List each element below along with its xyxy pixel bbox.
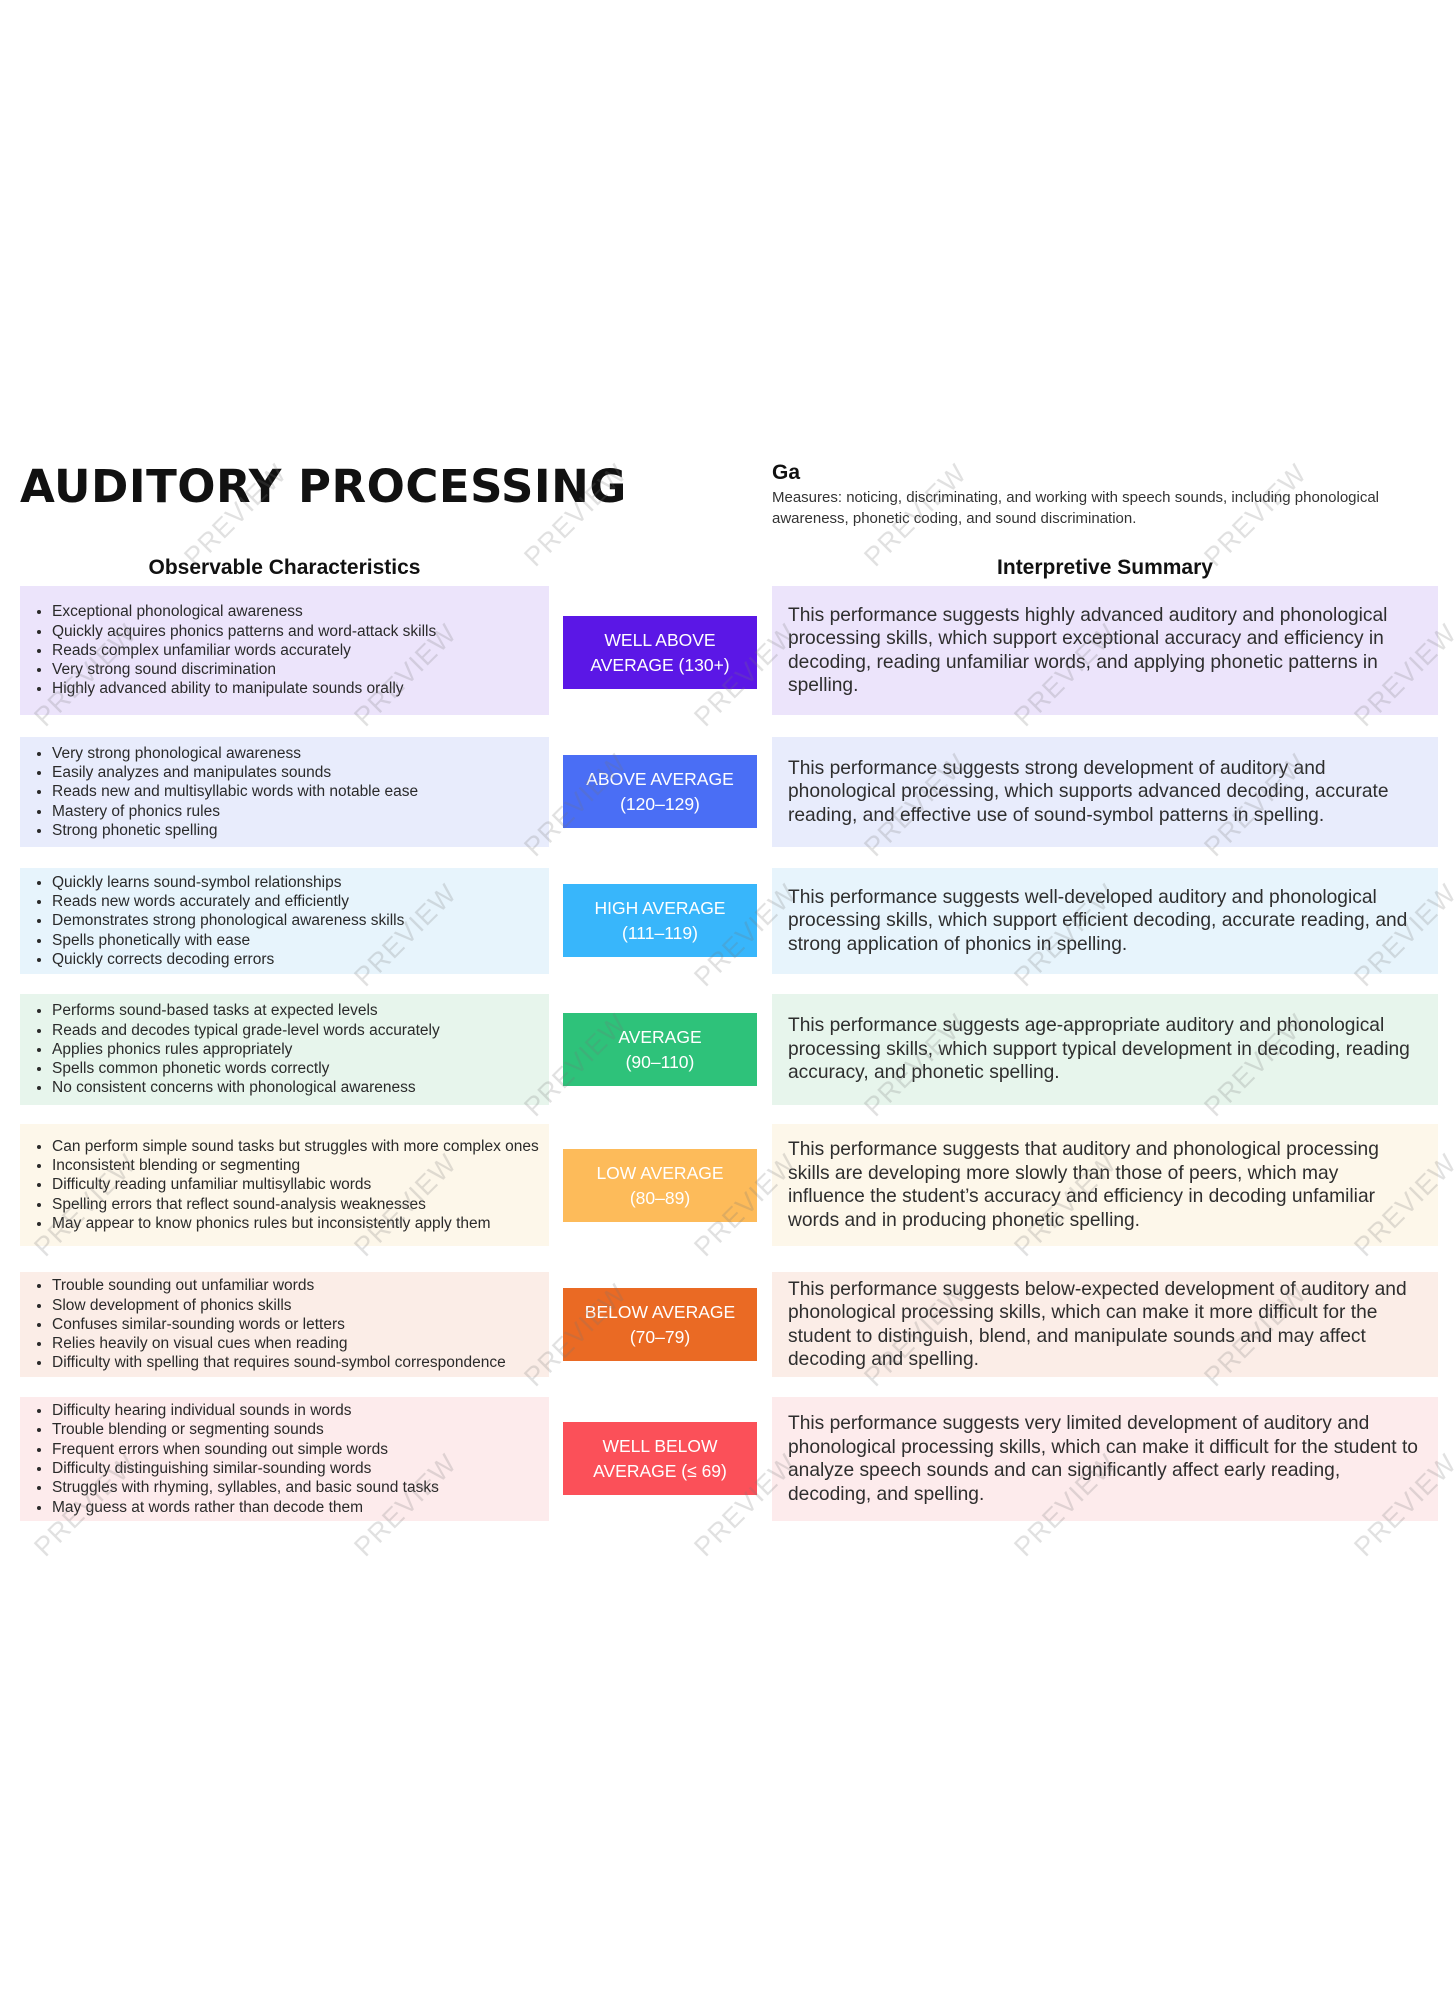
characteristic-item: Difficulty distinguishing similar-soundi…: [52, 1459, 439, 1478]
characteristic-item: Spells common phonetic words correctly: [52, 1059, 440, 1078]
characteristic-item: Demonstrates strong phonological awarene…: [52, 911, 404, 930]
summary-text: This performance suggests very limited d…: [788, 1413, 1418, 1505]
characteristic-item: Quickly learns sound-symbol relationship…: [52, 873, 404, 892]
characteristic-item: Exceptional phonological awareness: [52, 602, 436, 621]
characteristics-list: Can perform simple sound tasks but strug…: [20, 1137, 547, 1233]
badge-label: AVERAGE: [618, 1026, 702, 1047]
badge-label: WELL ABOVE: [604, 629, 716, 650]
badge-range: (120–129): [620, 793, 700, 814]
characteristic-item: Reads and decodes typical grade-level wo…: [52, 1021, 440, 1040]
characteristic-item: No consistent concerns with phonological…: [52, 1078, 440, 1097]
badge-range: (70–79): [629, 1326, 691, 1347]
characteristic-item: Trouble blending or segmenting sounds: [52, 1420, 439, 1439]
summary-text: This performance suggests age-appropriat…: [788, 1015, 1410, 1084]
summary-box: This performance suggests below-expected…: [772, 1272, 1438, 1377]
characteristics-list: Quickly learns sound-symbol relationship…: [20, 873, 412, 969]
characteristics-box: Exceptional phonological awarenessQuickl…: [20, 586, 549, 715]
characteristic-item: Trouble sounding out unfamiliar words: [52, 1276, 506, 1295]
characteristics-box: Very strong phonological awarenessEasily…: [20, 737, 549, 847]
badge-range: (80–89): [629, 1187, 691, 1208]
level-row: Very strong phonological awarenessEasily…: [0, 737, 1455, 847]
characteristic-item: May guess at words rather than decode th…: [52, 1498, 439, 1517]
badge-label: BELOW AVERAGE: [584, 1301, 736, 1322]
characteristic-item: Confuses similar-sounding words or lette…: [52, 1315, 506, 1334]
characteristics-list: Trouble sounding out unfamiliar wordsSlo…: [20, 1276, 514, 1372]
page-title: AUDITORY PROCESSING: [20, 460, 627, 513]
score-range-badge: HIGH AVERAGE (111–119): [563, 884, 757, 957]
score-range-badge: ABOVE AVERAGE (120–129): [563, 755, 757, 828]
characteristic-item: Easily analyzes and manipulates sounds: [52, 763, 418, 782]
badge-label: LOW AVERAGE: [596, 1162, 724, 1183]
characteristics-list: Performs sound-based tasks at expected l…: [20, 1001, 448, 1097]
summary-text: This performance suggests strong develop…: [788, 757, 1389, 826]
level-row: Quickly learns sound-symbol relationship…: [0, 868, 1455, 974]
characteristics-box: Quickly learns sound-symbol relationship…: [20, 868, 549, 974]
characteristics-list: Very strong phonological awarenessEasily…: [20, 744, 426, 840]
characteristic-item: Struggles with rhyming, syllables, and b…: [52, 1478, 439, 1497]
characteristic-item: Highly advanced ability to manipulate so…: [52, 679, 436, 698]
characteristic-item: Quickly corrects decoding errors: [52, 950, 404, 969]
summary-text: This performance suggests below-expected…: [788, 1278, 1407, 1371]
characteristic-item: Mastery of phonics rules: [52, 802, 418, 821]
level-row: Difficulty hearing individual sounds in …: [0, 1397, 1455, 1521]
characteristic-item: Performs sound-based tasks at expected l…: [52, 1001, 440, 1020]
characteristic-item: May appear to know phonics rules but inc…: [52, 1214, 539, 1233]
summary-box: This performance suggests strong develop…: [772, 737, 1438, 847]
badge-range: (111–119): [622, 922, 698, 943]
measures-description: Measures: noticing, discriminating, and …: [772, 489, 1380, 527]
level-row: Exceptional phonological awarenessQuickl…: [0, 586, 1455, 715]
score-range-badge: WELL ABOVE AVERAGE (130+): [563, 616, 757, 689]
characteristic-item: Can perform simple sound tasks but strug…: [52, 1137, 539, 1156]
level-row: Can perform simple sound tasks but strug…: [0, 1124, 1455, 1246]
characteristics-list: Difficulty hearing individual sounds in …: [20, 1401, 447, 1517]
badge-label: WELL BELOW: [602, 1435, 718, 1456]
characteristic-item: Applies phonics rules appropriately: [52, 1040, 440, 1059]
characteristic-item: Reads new words accurately and efficient…: [52, 892, 404, 911]
characteristics-box: Can perform simple sound tasks but strug…: [20, 1124, 549, 1246]
badge-range: AVERAGE (130+): [590, 654, 730, 675]
summary-text: This performance suggests well-developed…: [788, 886, 1408, 955]
characteristic-item: Frequent errors when sounding out simple…: [52, 1440, 439, 1459]
characteristic-item: Spelling errors that reflect sound-analy…: [52, 1195, 539, 1214]
characteristic-item: Difficulty reading unfamiliar multisylla…: [52, 1175, 539, 1194]
badge-range: (90–110): [625, 1051, 695, 1072]
characteristic-item: Reads complex unfamiliar words accuratel…: [52, 641, 436, 660]
characteristics-box: Trouble sounding out unfamiliar wordsSlo…: [20, 1272, 549, 1377]
summary-text: This performance suggests that auditory …: [788, 1139, 1379, 1231]
summary-box: This performance suggests highly advance…: [772, 586, 1438, 715]
characteristic-item: Slow development of phonics skills: [52, 1296, 506, 1315]
characteristics-list: Exceptional phonological awarenessQuickl…: [20, 602, 444, 698]
badge-range: AVERAGE (≤ 69): [593, 1460, 727, 1481]
characteristic-item: Difficulty hearing individual sounds in …: [52, 1401, 439, 1420]
summary-header: Interpretive Summary: [997, 556, 1213, 579]
summary-box: This performance suggests age-appropriat…: [772, 994, 1438, 1105]
score-range-badge: WELL BELOW AVERAGE (≤ 69): [563, 1422, 757, 1495]
characteristics-header: Observable Characteristics: [148, 556, 421, 579]
characteristic-item: Strong phonetic spelling: [52, 821, 418, 840]
characteristic-item: Difficulty with spelling that requires s…: [52, 1353, 506, 1372]
characteristics-box: Difficulty hearing individual sounds in …: [20, 1397, 549, 1521]
characteristic-item: Inconsistent blending or segmenting: [52, 1156, 539, 1175]
score-range-badge: AVERAGE (90–110): [563, 1013, 757, 1086]
level-row: Trouble sounding out unfamiliar wordsSlo…: [0, 1272, 1455, 1377]
characteristic-item: Reads new and multisyllabic words with n…: [52, 782, 418, 801]
characteristic-item: Spells phonetically with ease: [52, 931, 404, 950]
score-range-badge: BELOW AVERAGE (70–79): [563, 1288, 757, 1361]
domain-code: Ga: [772, 461, 801, 484]
badge-label: ABOVE AVERAGE: [586, 768, 734, 789]
characteristic-item: Very strong phonological awareness: [52, 744, 418, 763]
badge-label: HIGH AVERAGE: [594, 897, 726, 918]
characteristics-box: Performs sound-based tasks at expected l…: [20, 994, 549, 1105]
summary-text: This performance suggests highly advance…: [788, 604, 1388, 697]
summary-box: This performance suggests very limited d…: [772, 1397, 1438, 1521]
summary-box: This performance suggests well-developed…: [772, 868, 1438, 974]
level-row: Performs sound-based tasks at expected l…: [0, 994, 1455, 1105]
characteristic-item: Very strong sound discrimination: [52, 660, 436, 679]
score-range-badge: LOW AVERAGE (80–89): [563, 1149, 757, 1222]
characteristic-item: Quickly acquires phonics patterns and wo…: [52, 622, 436, 641]
summary-box: This performance suggests that auditory …: [772, 1124, 1438, 1246]
characteristic-item: Relies heavily on visual cues when readi…: [52, 1334, 506, 1353]
